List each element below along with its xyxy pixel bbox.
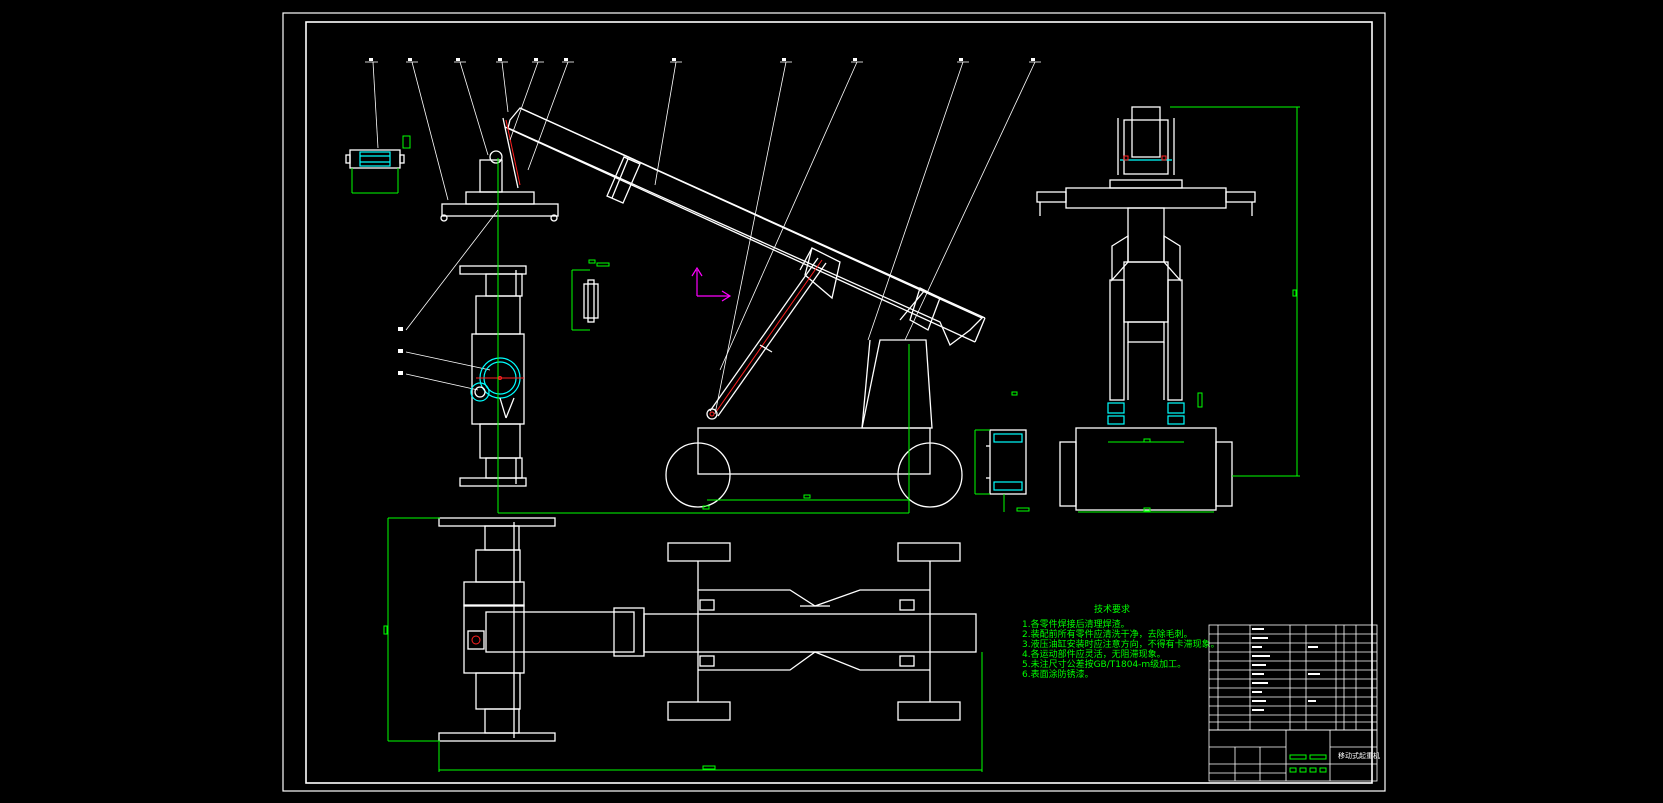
ucs-icon: [691, 266, 732, 302]
tech-req-heading: 技术要求: [1094, 603, 1130, 615]
technical-requirements: 技术要求 1.各零件焊接后清理焊渣。 2.装配前所有零件应清洗干净，去除毛刺。 …: [1022, 603, 1220, 680]
tech-req-line-6: 6.表面涂防锈漆。: [1022, 668, 1094, 680]
front-elevation-view: [1036, 106, 1300, 513]
bearing-section-detail: [345, 135, 411, 194]
tech-req-line-1: 1.各零件焊接后清理焊渣。: [1022, 618, 1130, 630]
side-elevation-view: [497, 107, 986, 514]
tech-req-line-2: 2.装配前所有零件应清洗干净，去除毛刺。: [1022, 628, 1193, 640]
hydraulic-cylinder: [706, 257, 827, 420]
clamp-detail: [571, 259, 610, 331]
tech-req-line-4: 4.各运动部件应灵活，无阻滞现象。: [1022, 648, 1166, 660]
front-wheel: [665, 442, 731, 508]
rear-wheel: [897, 442, 963, 508]
part-leader-lines: [365, 61, 1041, 415]
balloon-marks: [369, 58, 1035, 375]
parts-list-table: [1208, 624, 1378, 731]
title-block-green-marks: [1289, 754, 1327, 773]
crane-head-detail: [440, 117, 559, 250]
hub-section-detail: [974, 391, 1030, 512]
title-block-drawing-name: 移动式起重机: [1338, 751, 1380, 760]
parts-list-marks: [1252, 628, 1320, 711]
tech-req-line-3: 3.液压油缸安装时应注意方向，不得有卡滞现象。: [1022, 638, 1220, 650]
tech-req-line-5: 5.未注尺寸公差按GB/T1804-m级加工。: [1022, 658, 1186, 670]
boom-arm: [504, 107, 986, 347]
inner-frame-border: [305, 21, 1373, 784]
column-section-view: [459, 250, 527, 495]
title-block: [1208, 729, 1378, 782]
plan-view: [383, 517, 983, 772]
outer-sheet-border: [282, 12, 1386, 792]
